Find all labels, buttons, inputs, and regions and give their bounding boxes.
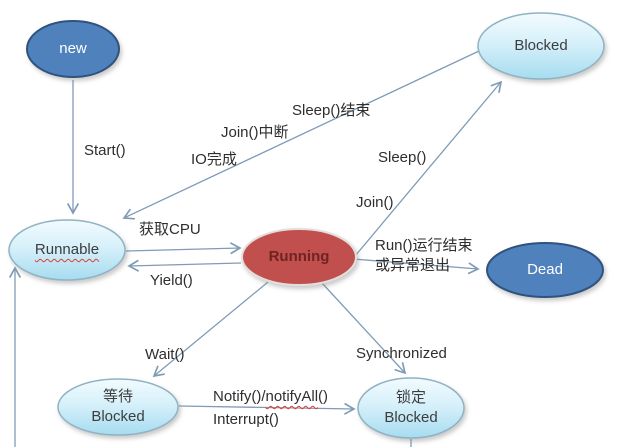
edge-label-notify: Notify()/notifyAll(): [213, 387, 328, 407]
edge-label-sleep-end: Sleep()结束: [292, 102, 371, 119]
edge-label-run-end: Run()运行结束 或异常退出: [375, 236, 473, 276]
edge-label-acquire-cpu: 获取CPU: [139, 221, 201, 238]
node-lock-blocked-label: 锁定 Blocked: [384, 388, 437, 428]
edge-running-to-runnable: [127, 259, 242, 272]
node-lock-blocked-ellipse: [357, 377, 465, 439]
edge-label-start: Start(): [84, 142, 126, 159]
node-wait-blocked-line2: Blocked: [91, 408, 145, 425]
edge-label-yield: Yield(): [150, 272, 193, 289]
node-dead-ellipse: [486, 242, 604, 298]
node-dead-label: Dead: [527, 261, 563, 278]
edge-label-notify-prefix: Notify()/: [213, 388, 266, 405]
edge-label-join: Join(): [356, 194, 394, 211]
edge-label-join-interrupt: Join()中断: [221, 124, 289, 141]
edge-running-to-blocked: [349, 80, 503, 263]
node-running-label: Running: [268, 248, 330, 265]
edge-blocked-to-runnable: [122, 50, 480, 220]
node-new-ellipse: [26, 20, 120, 78]
edge-running-to-dead: [352, 258, 480, 275]
edge-running-to-wait-blocked: [152, 281, 269, 378]
node-lock-blocked-line2: Blocked: [384, 409, 438, 426]
edge-wait-blocked-to-lock-blocked: [178, 402, 356, 415]
node-wait-blocked-ellipse: [57, 378, 179, 436]
edge-label-run-end-line2: 或异常退出: [375, 257, 451, 274]
node-wait-blocked-line1: 等待: [102, 388, 133, 405]
node-running-ellipse: [241, 228, 357, 286]
edge-label-sleep: Sleep(): [378, 149, 427, 166]
edge-label-synchronized: Synchronized: [356, 345, 447, 362]
edge-label-notify-suffix: (): [318, 388, 329, 405]
edge-label-notify-wavy: notifyAll: [265, 388, 319, 405]
edge-runnable-to-running: [125, 242, 242, 255]
node-blocked-top-label: Blocked: [514, 37, 568, 54]
node-runnable-label: Runnable: [34, 241, 100, 258]
edge-label-interrupt: Interrupt(): [213, 411, 279, 428]
edge-label-io-complete: IO完成: [191, 151, 237, 168]
edge-label-wait: Wait(): [145, 346, 185, 363]
node-new-label: new: [59, 40, 87, 57]
edge-label-run-end-line1: Run()运行结束: [375, 237, 473, 254]
node-wait-blocked-label: 等待 Blocked: [91, 387, 144, 427]
edge-running-to-lock-blocked: [321, 282, 407, 375]
node-blocked-top-ellipse: [477, 12, 605, 80]
node-runnable-ellipse: [8, 219, 126, 281]
node-lock-blocked-line1: 锁定: [395, 389, 426, 406]
